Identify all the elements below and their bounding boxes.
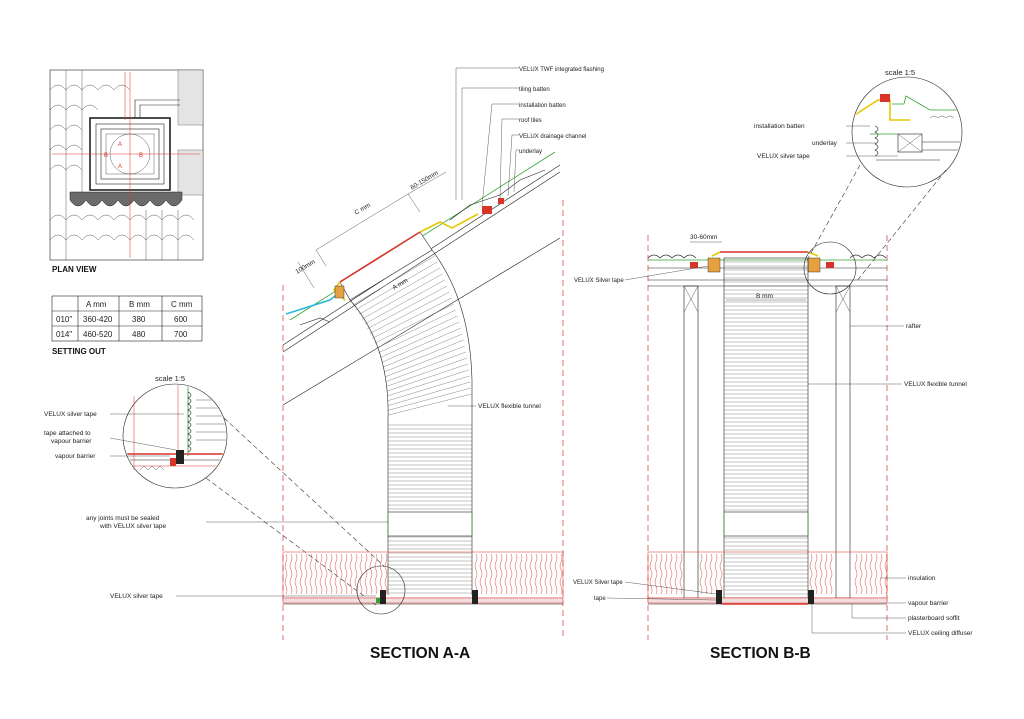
callout-flexible-tunnel-b: VELUX flexible tunnel (904, 381, 967, 388)
table-cell-r2-a: 460-520 (83, 330, 113, 339)
section-a-title: SECTION A-A (370, 645, 470, 662)
callout-insulation: insulation (908, 575, 936, 582)
callout-installation-batten: installation batten (519, 103, 566, 109)
plan-marker-b-left: B (104, 153, 108, 159)
callout-vapour-barrier: vapour barrier (908, 600, 949, 607)
dim-30-60: 30-60mm (690, 234, 717, 241)
detail-left-scale: scale 1:5 (155, 374, 185, 383)
dim-b: B mm (756, 293, 773, 300)
callout-drainage-channel: VELUX drainage channel (519, 134, 586, 140)
table-cell-r1-c: 600 (174, 315, 188, 324)
callout-diffuser: VELUX ceiling diffuser (908, 630, 973, 637)
setting-out-title: SETTING OUT (52, 347, 106, 356)
dim-100: 100mm (294, 259, 316, 276)
callout-silver-tape-a: VELUX silver tape (110, 593, 163, 600)
dim-a: A mm (391, 277, 409, 292)
plan-view-title: PLAN VIEW (52, 265, 97, 274)
callout-soffit: plasterboard soffit (908, 615, 960, 622)
section-b-title: SECTION B-B (710, 645, 811, 662)
setting-out-table: A mm B mm C mm 010" 360-420 380 600 014"… (51, 295, 203, 342)
callout-tiling-batten: tiling batten (519, 87, 550, 93)
detail-top-right (851, 76, 963, 188)
detail-left (122, 383, 228, 489)
detail-left-silver-tape: VELUX silver tape (44, 411, 97, 418)
table-cell-r1-type: 010" (56, 315, 72, 324)
detail-top-silver-tape: VELUX silver tape (757, 153, 810, 160)
plan-marker-b-right: B (139, 153, 143, 159)
plan-marker-a-bottom: A (118, 164, 122, 170)
callout-joints-2: with VELUX silver tape (99, 523, 166, 530)
table-header-c: C mm (171, 300, 193, 309)
section-a-a: C mm 60-150mm 100mm A mm (282, 151, 564, 640)
dim-c: C mm (353, 202, 371, 217)
detail-left-tape-attached-1: tape attached to (44, 430, 91, 437)
section-b-callouts: VELUX Silver tape rafter VELUX flexible … (573, 265, 973, 637)
detail-top-underlay: underlay (812, 140, 838, 147)
callout-flexible-tunnel-a: VELUX flexible tunnel (478, 403, 541, 410)
table-cell-r1-a: 360-420 (83, 315, 113, 324)
callout-underlay: underlay (519, 149, 542, 155)
callout-silver-tape-b-bottom: VELUX Silver tape (573, 580, 623, 586)
callout-rafter: rafter (906, 323, 922, 330)
detail-left-vapour-barrier: vapour barrier (55, 453, 96, 460)
table-header-a: A mm (86, 300, 107, 309)
table-cell-r2-type: 014" (56, 330, 72, 339)
detail-left-tape-attached-2: vapour barrier (51, 438, 92, 445)
detail-top-scale: scale 1:5 (885, 68, 915, 77)
callout-silver-tape-b-top: VELUX Silver tape (574, 278, 624, 284)
callout-roof-tiles: roof tiles (519, 118, 542, 124)
plan-view: A A B B (49, 69, 204, 261)
detail-top-installation-batten: installation batten (754, 123, 805, 130)
table-cell-r2-b: 480 (132, 330, 146, 339)
plan-marker-a-top: A (118, 142, 122, 148)
section-b-b: 30-60mm B mm (647, 234, 888, 640)
dim-60-150: 60-150mm (409, 170, 439, 192)
table-cell-r2-c: 700 (174, 330, 188, 339)
callout-joints-1: any joints must be sealed (86, 515, 160, 522)
table-cell-r1-b: 380 (132, 315, 146, 324)
section-a-callouts: VELUX TWF integrated flashing tiling bat… (86, 67, 604, 600)
table-header-b: B mm (129, 300, 150, 309)
callout-flashing: VELUX TWF integrated flashing (519, 67, 604, 73)
callout-tape: tape (594, 596, 606, 602)
